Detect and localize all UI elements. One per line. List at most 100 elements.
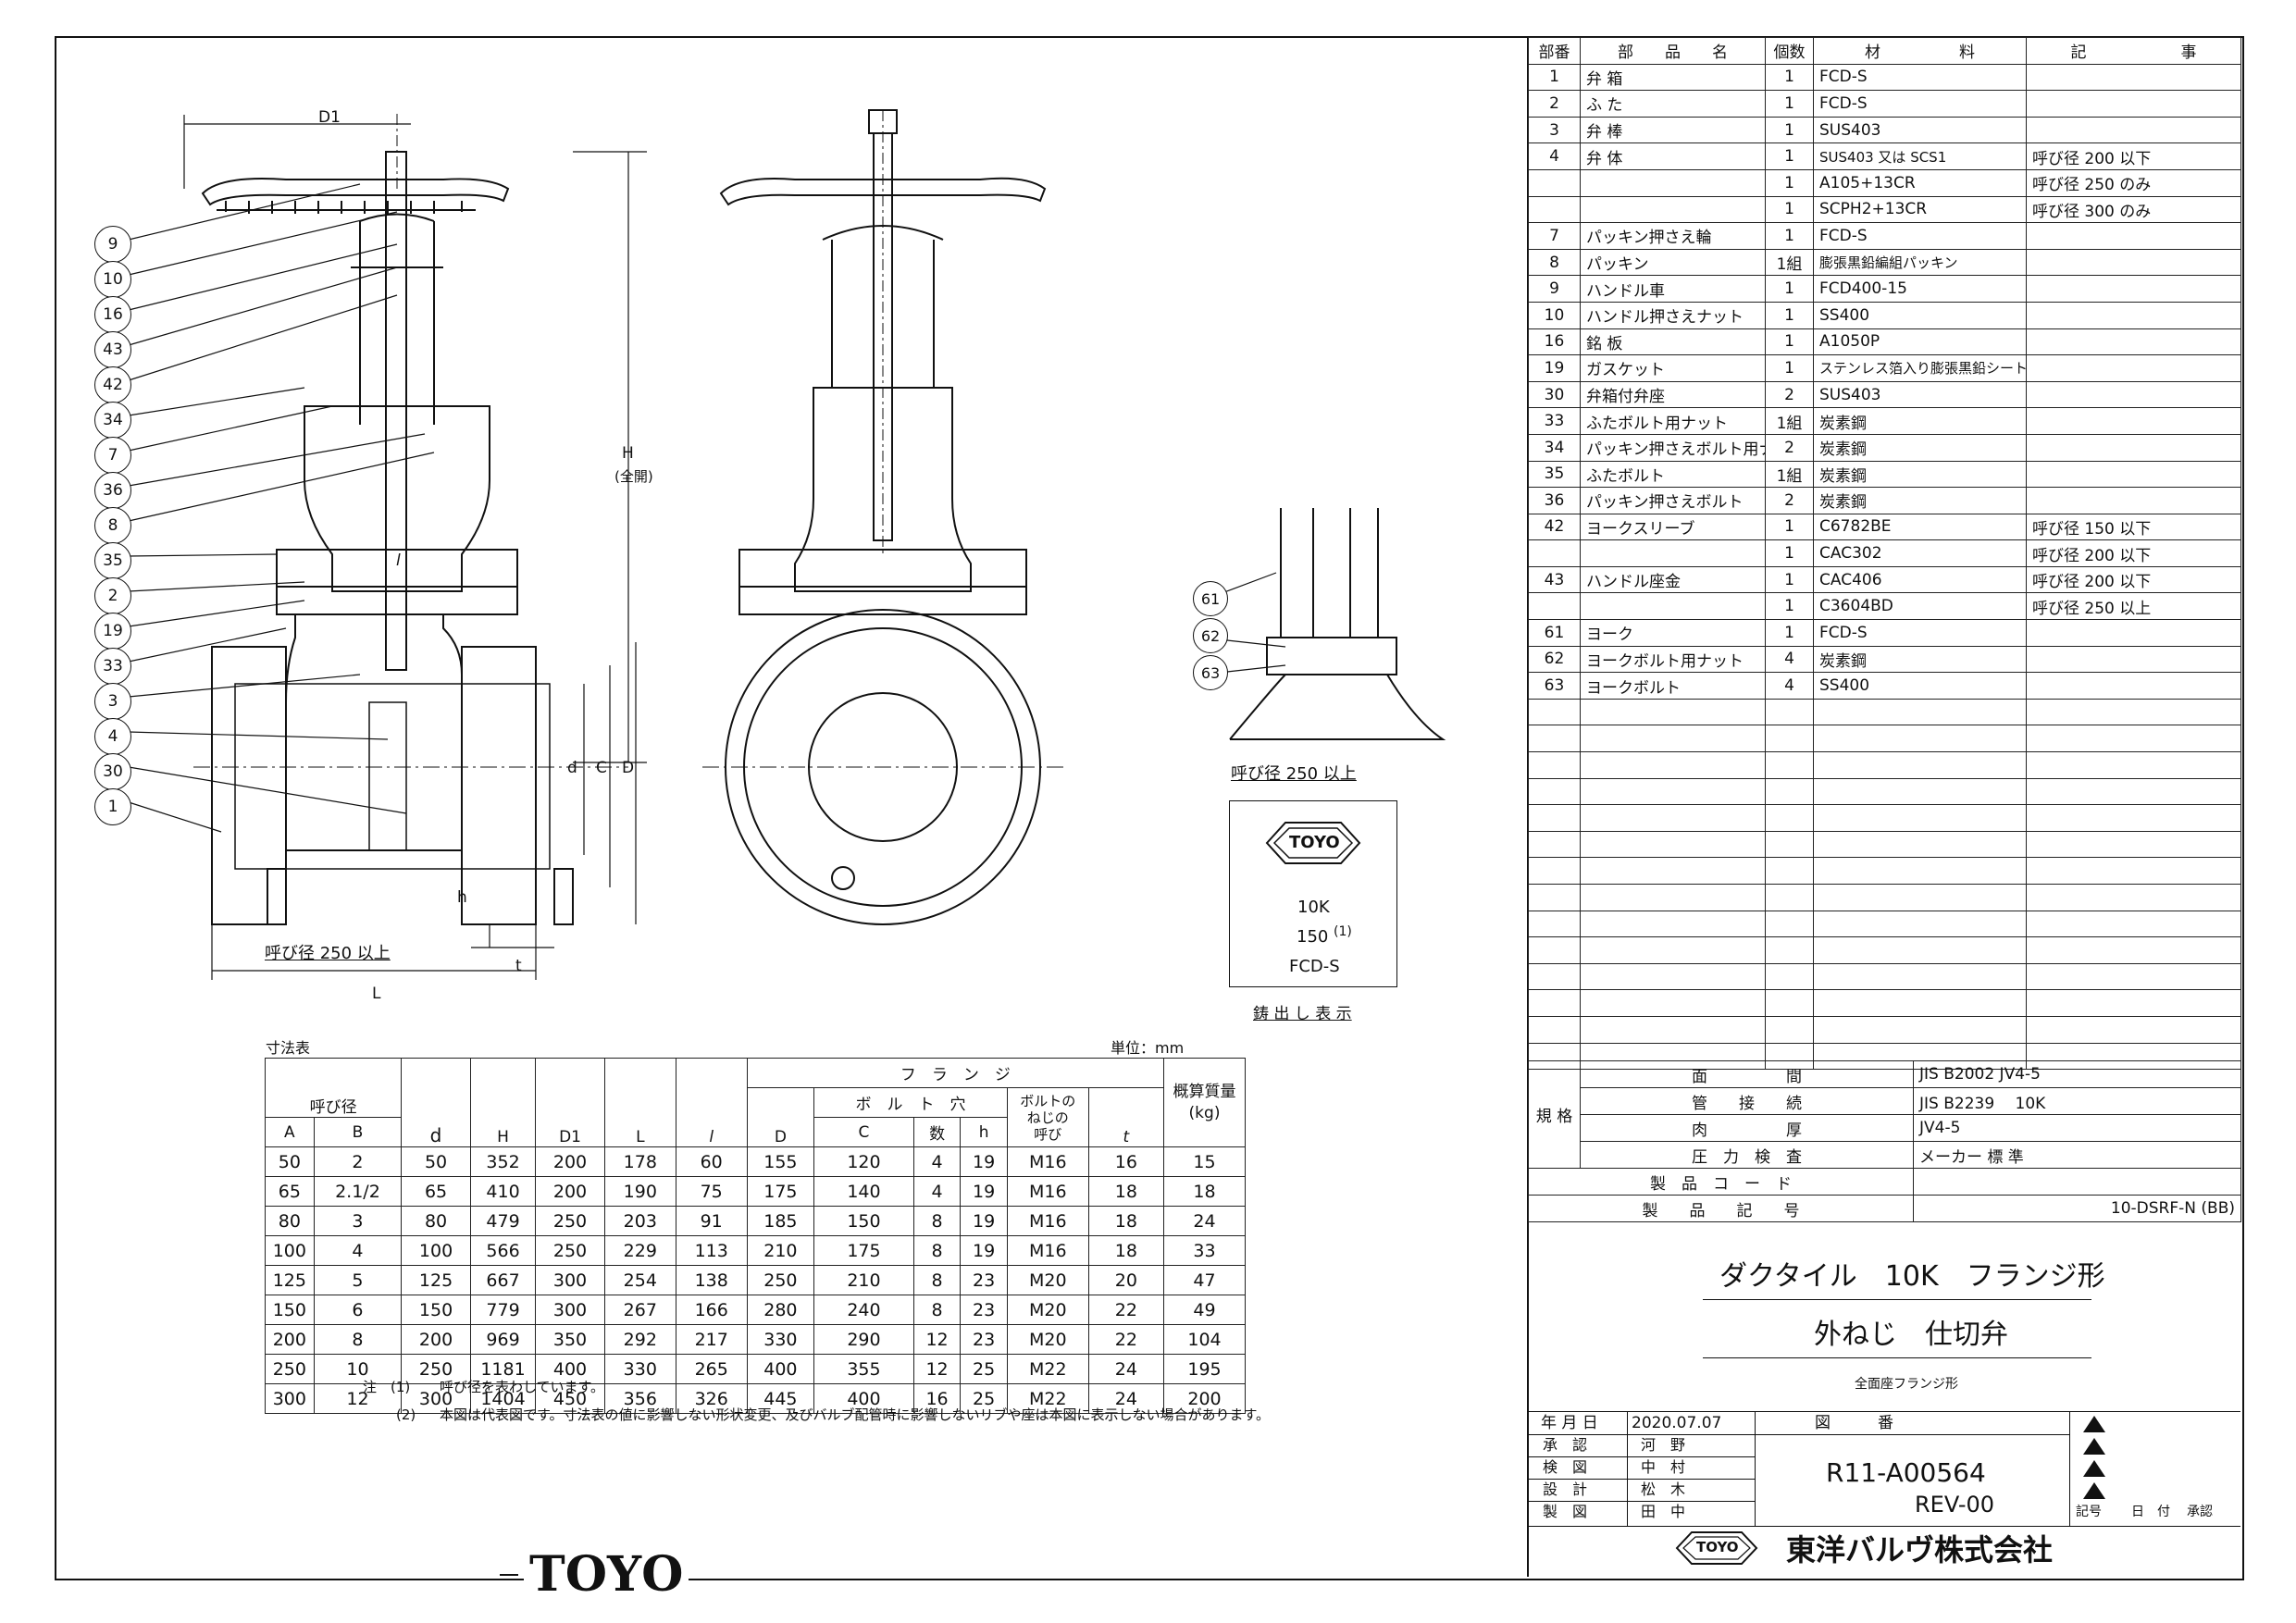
parts-cell: CAC406 bbox=[1813, 565, 2027, 594]
parts-cell bbox=[2026, 989, 2241, 1017]
title-subtitle: 全面座フランジ形 bbox=[1855, 1377, 1958, 1392]
title-line-1: ダクタイル 10K フランジ形 bbox=[1719, 1260, 2105, 1293]
dimension-cell: 355 bbox=[813, 1354, 914, 1384]
parts-cell bbox=[1813, 989, 2027, 1017]
dimension-cell: 330 bbox=[746, 1324, 815, 1355]
approval-role: 検 図 bbox=[1543, 1458, 1588, 1476]
dimension-cell: 24 bbox=[1087, 1354, 1165, 1384]
dimension-cell: 290 bbox=[813, 1324, 914, 1355]
dimension-cell: 185 bbox=[746, 1206, 815, 1236]
parts-cell bbox=[2026, 328, 2241, 356]
parts-cell bbox=[1528, 539, 1581, 567]
part-balloon: 7 bbox=[94, 437, 131, 474]
company-name: 東洋バルヴ株式会社 bbox=[1786, 1532, 2054, 1567]
dimension-cell: 330 bbox=[603, 1354, 676, 1384]
dimension-cell: 300 bbox=[535, 1295, 605, 1325]
dim-table-unit: 単位：mm bbox=[1111, 1039, 1185, 1057]
parts-cell: 62 bbox=[1528, 645, 1581, 674]
hdr-d: d bbox=[429, 1124, 442, 1146]
parts-cell bbox=[2026, 301, 2241, 329]
parts-cell bbox=[1765, 830, 1814, 859]
parts-cell: FCD-S bbox=[1813, 63, 2027, 92]
dimension-cell: 265 bbox=[675, 1354, 748, 1384]
parts-cell bbox=[1813, 910, 2027, 938]
spec-table: 規 格 面 間 JIS B2002 JV4-5 管 接 続 JIS B2239 … bbox=[1528, 1060, 2241, 1222]
dimension-cell: 25 bbox=[960, 1354, 1008, 1384]
parts-cell bbox=[1580, 1015, 1766, 1044]
dimension-cell: 445 bbox=[746, 1383, 815, 1414]
detail-view bbox=[1201, 508, 1446, 740]
parts-cell bbox=[1580, 777, 1766, 806]
hdr-t: t bbox=[1123, 1128, 1130, 1146]
parts-cell: 1 bbox=[1765, 90, 1814, 118]
parts-cell: ステンレス箔入り膨張黒鉛シート bbox=[1813, 354, 2027, 382]
revision-col-label: 承認 bbox=[2187, 1505, 2213, 1519]
part-balloon: 10 bbox=[94, 261, 131, 298]
parts-cell: 弁 箱 bbox=[1580, 63, 1766, 92]
parts-header-0: 部番 bbox=[1528, 37, 1581, 65]
part-balloon: 1 bbox=[94, 788, 131, 825]
dimension-cell: 150 bbox=[813, 1206, 914, 1236]
dimension-cell: 4 bbox=[912, 1146, 962, 1177]
parts-cell: FCD-S bbox=[1813, 222, 2027, 250]
parts-cell bbox=[2026, 275, 2241, 303]
balloon-leaders bbox=[128, 183, 435, 833]
parts-cell: 1 bbox=[1765, 328, 1814, 356]
dimension-cell: 400 bbox=[813, 1383, 914, 1414]
parts-cell bbox=[1765, 751, 1814, 779]
parts-cell bbox=[2026, 857, 2241, 885]
parts-cell: 1 bbox=[1765, 619, 1814, 647]
dimension-cell: 23 bbox=[960, 1265, 1008, 1295]
parts-cell: 4 bbox=[1765, 672, 1814, 700]
title-line-2: 外ねじ 仕切弁 bbox=[1814, 1319, 2008, 1351]
hdr-H: H bbox=[497, 1128, 509, 1146]
dimension-cell: 60 bbox=[675, 1146, 748, 1177]
parts-cell: パッキン押さえボルト bbox=[1580, 487, 1766, 514]
dimension-cell: 200 bbox=[265, 1324, 315, 1355]
detail-balloon: 62 bbox=[1193, 618, 1228, 653]
dimension-cell: 18 bbox=[1163, 1176, 1246, 1207]
parts-cell bbox=[1765, 910, 1814, 938]
parts-row bbox=[1528, 777, 2241, 806]
parts-cell bbox=[1580, 539, 1766, 567]
dimension-cell: 1181 bbox=[469, 1354, 537, 1384]
dimension-cell: 22 bbox=[1087, 1324, 1165, 1355]
dimension-cell: 195 bbox=[1163, 1354, 1246, 1384]
parts-header-2: 個数 bbox=[1765, 37, 1814, 65]
parts-cell: SUS403 bbox=[1813, 380, 2027, 409]
parts-cell bbox=[2026, 222, 2241, 250]
dimension-cell: 18 bbox=[1087, 1206, 1165, 1236]
dimension-cell: 19 bbox=[960, 1146, 1008, 1177]
spec-label-3: 圧 力 検 査 bbox=[1692, 1147, 1802, 1167]
dimension-cell: 5 bbox=[313, 1265, 403, 1295]
dimension-cell: 267 bbox=[603, 1295, 676, 1325]
parts-cell bbox=[1765, 962, 1814, 991]
dimension-cell: 8 bbox=[912, 1235, 962, 1266]
dimension-cell: 190 bbox=[603, 1176, 676, 1207]
parts-cell bbox=[1528, 168, 1581, 197]
parts-cell: 弁 体 bbox=[1580, 142, 1766, 170]
parts-cell: 1組 bbox=[1765, 407, 1814, 435]
hdr-mass: 概算質量 (kg) bbox=[1173, 1083, 1236, 1122]
revision-col-label: 日 付 bbox=[2131, 1505, 2170, 1519]
parts-cell: 2 bbox=[1528, 90, 1581, 118]
dimension-cell: 140 bbox=[813, 1176, 914, 1207]
valve-drawing bbox=[128, 109, 1446, 980]
dimension-cell: 18 bbox=[1087, 1176, 1165, 1207]
dimension-cell: 22 bbox=[1087, 1295, 1165, 1325]
drawing-frame bbox=[55, 36, 2244, 1580]
parts-cell bbox=[1765, 1015, 1814, 1044]
dimension-cell: 210 bbox=[813, 1265, 914, 1295]
parts-cell bbox=[2026, 354, 2241, 382]
approval-role: 承 認 bbox=[1543, 1436, 1588, 1454]
revision-col-label: 記号 bbox=[2076, 1505, 2102, 1519]
note-text: 本図は代表図です。寸法表の値に影響しない形状変更、及びバルブ配管時に影響しないリ… bbox=[440, 1406, 1271, 1423]
